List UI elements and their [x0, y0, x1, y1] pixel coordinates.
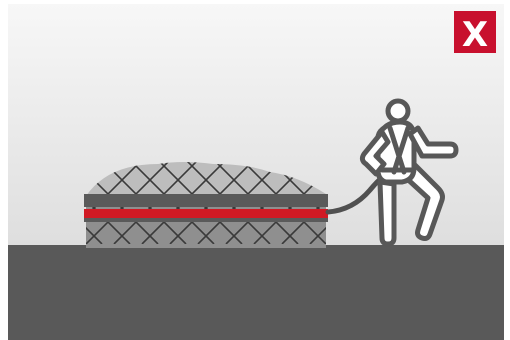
- worker-back-leg: [380, 182, 394, 244]
- incorrect-badge: X: [454, 11, 496, 55]
- worker-head: [388, 101, 408, 121]
- net-edge-band: [84, 194, 328, 207]
- illustration-scene: X: [8, 4, 504, 340]
- ground-surface: [8, 245, 504, 340]
- incorrect-badge-label: X: [462, 15, 488, 55]
- scene-svg: X: [8, 4, 504, 340]
- securing-strap: [84, 209, 328, 218]
- load-lower-band: [84, 218, 328, 222]
